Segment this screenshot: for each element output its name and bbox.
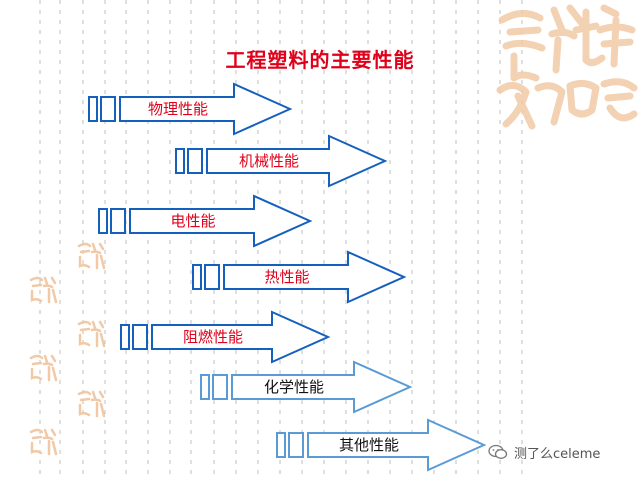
small-seal-icon	[77, 320, 106, 348]
small-seal-icon	[29, 354, 58, 382]
arrow-body	[119, 82, 293, 136]
arrow-body	[223, 250, 407, 304]
arrow-tail-bar	[120, 324, 130, 350]
property-arrow-item: 机械性能	[175, 134, 388, 188]
small-seal-icon	[29, 276, 58, 304]
property-label: 电性能	[170, 212, 216, 230]
property-label: 阻燃性能	[182, 328, 243, 346]
arrow-body	[307, 418, 487, 472]
arrow-shape	[276, 418, 487, 472]
arrow-shape	[88, 82, 293, 136]
property-arrow-item: 物理性能	[88, 82, 293, 136]
arrow-tail-bar	[88, 96, 98, 122]
small-seal-icon	[77, 390, 106, 418]
property-label: 机械性能	[238, 152, 299, 170]
arrow-body	[129, 194, 313, 248]
small-seal-icon	[29, 428, 58, 456]
arrow-shape	[200, 360, 413, 414]
arrow-tail-bar	[288, 432, 304, 458]
arrow-tail-bar	[187, 148, 203, 174]
watermark-text: 测了么celeme	[514, 446, 601, 462]
arrow-tail-bar	[212, 374, 228, 400]
arrow-body	[231, 360, 413, 414]
arrow-tail-bar	[175, 148, 185, 174]
arrow-tail-bar	[276, 432, 286, 458]
property-label: 物理性能	[147, 100, 208, 118]
wechat-watermark: 测了么celeme	[488, 440, 600, 464]
property-label: 其他性能	[338, 436, 399, 454]
arrow-shape	[98, 194, 313, 248]
property-label: 热性能	[264, 268, 310, 286]
wechat-icon	[488, 444, 508, 459]
arrow-tail-bar	[110, 208, 126, 234]
property-label: 化学性能	[263, 378, 324, 396]
arrow-shape	[175, 134, 388, 188]
arrow-tail-bar	[200, 374, 210, 400]
arrow-tail-bar	[98, 208, 108, 234]
small-seal-icon	[77, 242, 106, 270]
arrow-tail-bar	[132, 324, 148, 350]
arrow-body	[151, 310, 331, 364]
auspicious-seal-icon	[496, 4, 638, 130]
property-arrow-item: 化学性能	[200, 360, 413, 414]
arrow-shape	[120, 310, 331, 364]
property-arrow-item: 其他性能	[276, 418, 487, 472]
property-arrow-item: 电性能	[98, 194, 313, 248]
page-title: 工程塑料的主要性能	[225, 48, 415, 72]
arrow-tail-bar	[192, 264, 202, 290]
arrow-shape	[192, 250, 407, 304]
property-arrow-item: 热性能	[192, 250, 407, 304]
arrow-body	[206, 134, 388, 188]
arrow-tail-bar	[100, 96, 116, 122]
arrow-tail-bar	[204, 264, 220, 290]
property-arrow-item: 阻燃性能	[120, 310, 331, 364]
